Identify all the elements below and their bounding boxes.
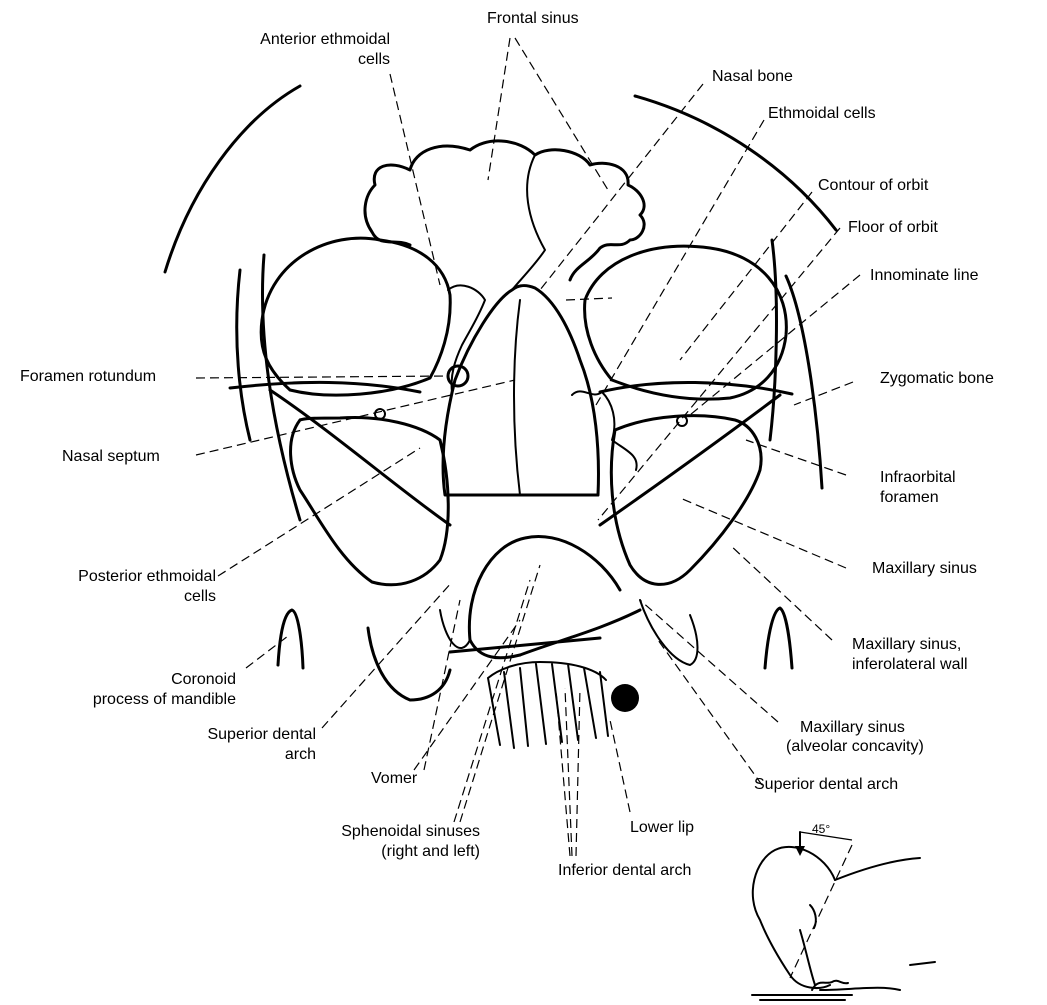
- label-superior-dental-left-1: Superior dental: [120, 725, 316, 744]
- label-superior-dental-left-2: arch: [120, 745, 316, 764]
- label-vomer: Vomer: [371, 769, 417, 788]
- orbit-floor-right: [600, 382, 792, 394]
- maxillary-sinus-left: [291, 417, 449, 584]
- label-foramen-rotundum: Foramen rotundum: [20, 367, 156, 386]
- label-maxillary-inferolateral-2: inferolateral wall: [852, 655, 968, 674]
- label-sphenoidal-1: Sphenoidal sinuses: [300, 822, 480, 841]
- label-contour-of-orbit: Contour of orbit: [818, 176, 928, 195]
- label-angle: 45°: [812, 820, 830, 839]
- label-frontal-sinus: Frontal sinus: [487, 9, 579, 28]
- patient-position-sketch: [752, 832, 935, 1000]
- label-floor-of-orbit: Floor of orbit: [848, 218, 938, 237]
- coronoid-right: [765, 608, 792, 668]
- label-nasal-bone: Nasal bone: [712, 67, 793, 86]
- label-superior-dental-right: Superior dental arch: [754, 775, 898, 794]
- label-infraorbital-1: Infraorbital: [880, 468, 956, 487]
- label-maxillary-sinus: Maxillary sinus: [872, 559, 977, 578]
- label-nasal-septum: Nasal septum: [62, 447, 160, 466]
- lower-lip-mark: [611, 684, 639, 712]
- label-zygomatic-bone: Zygomatic bone: [880, 369, 994, 388]
- sphenoidal-arc: [469, 537, 620, 640]
- label-maxillary-alveolar-1: Maxillary sinus: [800, 718, 905, 737]
- label-coronoid-1: Coronoid: [40, 670, 236, 689]
- label-inferior-dental-arch: Inferior dental arch: [558, 861, 691, 880]
- label-maxillary-alveolar-2: (alveolar concavity): [786, 737, 924, 756]
- label-sphenoidal-2: (right and left): [300, 842, 480, 861]
- label-maxillary-inferolateral-1: Maxillary sinus,: [852, 635, 961, 654]
- nasal-septum-line: [514, 300, 520, 495]
- palate-right: [520, 610, 640, 655]
- ethmoid-cells-right: [572, 391, 637, 470]
- label-lower-lip: Lower lip: [630, 818, 694, 837]
- label-anterior-ethmoidal-1: Anterior ethmoidal: [190, 30, 390, 49]
- label-posterior-ethmoidal-1: Posterior ethmoidal: [10, 567, 216, 586]
- left-orbit: [261, 238, 450, 395]
- label-posterior-ethmoidal-2: cells: [10, 587, 216, 606]
- skull-outline-left: [165, 86, 300, 272]
- innominate-line-right: [770, 240, 776, 440]
- right-orbit: [585, 246, 787, 399]
- coronoid-left: [278, 610, 303, 668]
- label-infraorbital-2: foramen: [880, 488, 939, 507]
- label-innominate-line: Innominate line: [870, 266, 979, 285]
- innominate-line-left-2: [237, 270, 250, 440]
- label-anterior-ethmoidal-2: cells: [190, 50, 390, 69]
- jaw-contour-left: [368, 628, 450, 700]
- label-ethmoidal-cells: Ethmoidal cells: [768, 104, 876, 123]
- nasal-cavity: [443, 286, 598, 495]
- label-coronoid-2: process of mandible: [40, 690, 236, 709]
- frontal-sinus-septum: [512, 155, 545, 290]
- upper-teeth: [440, 600, 698, 665]
